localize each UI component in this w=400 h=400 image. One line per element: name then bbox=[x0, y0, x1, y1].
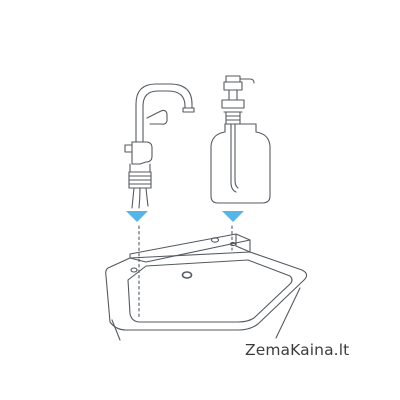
faucet-icon bbox=[124, 83, 195, 209]
soap-dispenser-icon bbox=[210, 75, 271, 204]
down-arrow-icon bbox=[126, 211, 148, 222]
watermark-text: ZemaKaina.lt bbox=[245, 341, 350, 359]
down-arrow-icon bbox=[222, 211, 244, 222]
sink-icon bbox=[105, 233, 308, 341]
